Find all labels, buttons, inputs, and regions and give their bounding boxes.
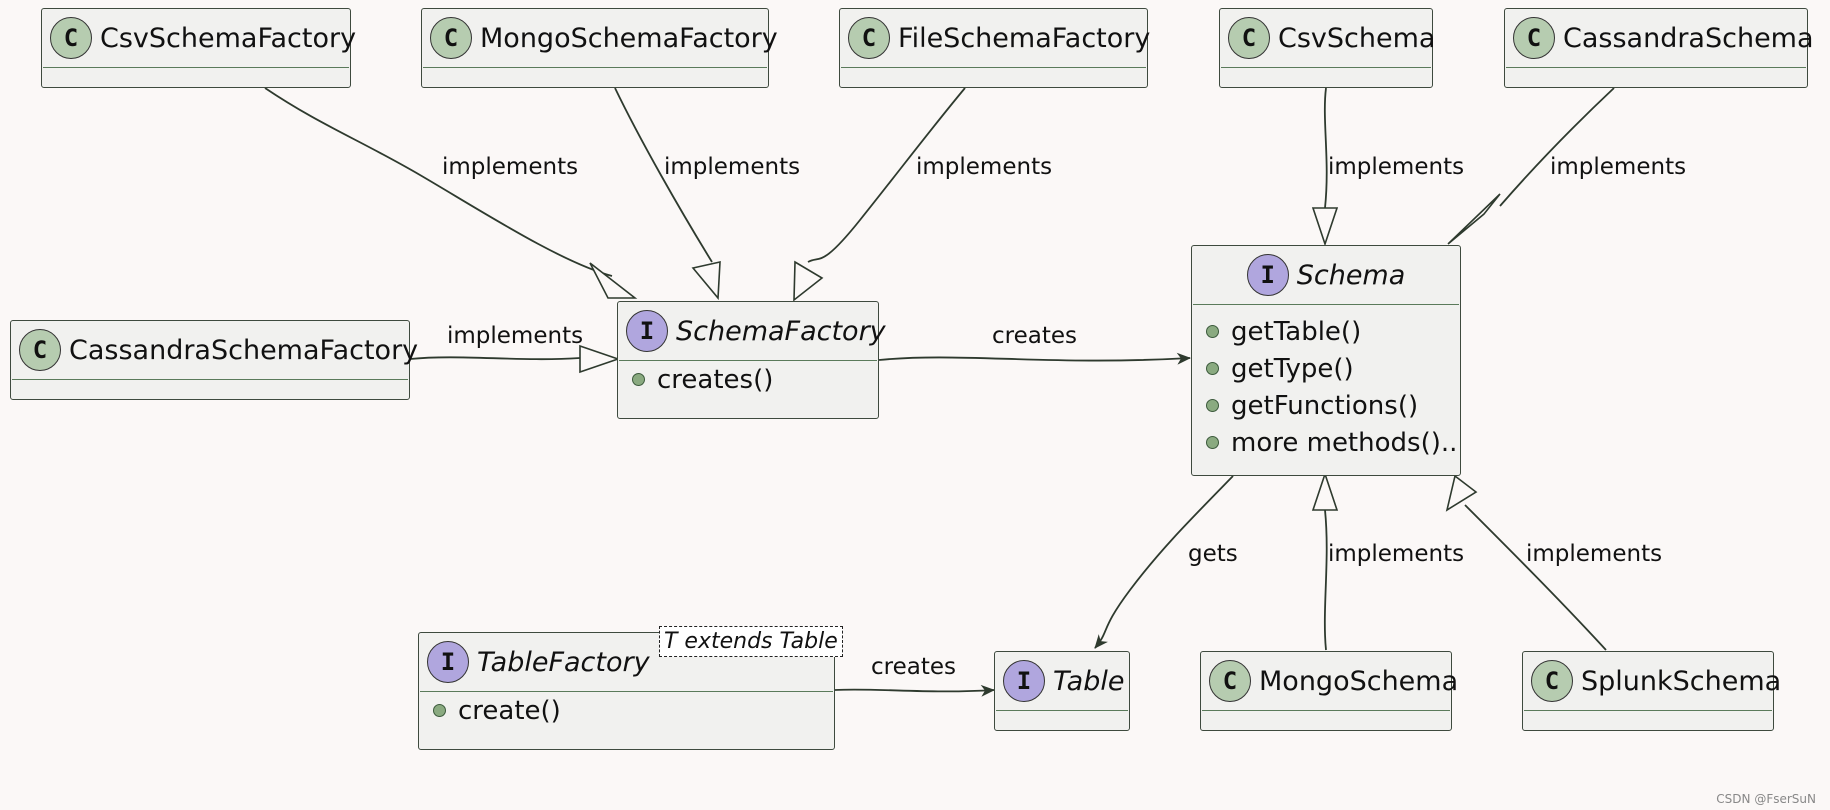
label-mongo-schema-implements: implements [1328, 541, 1465, 567]
edge-file-factory-implements [793, 87, 966, 302]
method-item: more methods().. [1192, 424, 1460, 461]
label-splunk-schema-implements: implements [1526, 541, 1663, 567]
compartment-divider [1193, 304, 1459, 305]
public-method-icon [1206, 325, 1219, 338]
label-mongo-factory-implements: implements [664, 154, 801, 180]
method-name: getTable() [1231, 316, 1362, 347]
interface-icon: I [427, 641, 469, 683]
class-name: CsvSchemaFactory [100, 22, 357, 54]
label-schema-gets: gets [1188, 541, 1238, 567]
compartment-divider [12, 379, 408, 380]
class-icon: C [430, 17, 472, 59]
class-name: FileSchemaFactory [898, 22, 1151, 54]
compartment-divider [43, 67, 349, 68]
edge-schema-gets-table [1094, 475, 1234, 649]
class-icon: C [1209, 660, 1251, 702]
edge-splunk-schema-implements [1445, 474, 1607, 651]
interface-icon: I [626, 310, 668, 352]
method-item: getType() [1192, 350, 1460, 387]
compartment-divider [1221, 67, 1431, 68]
public-method-icon [1206, 399, 1219, 412]
class-icon: C [19, 329, 61, 371]
class-icon: C [1531, 660, 1573, 702]
method-item: getFunctions() [1192, 387, 1460, 424]
method-name: more methods().. [1231, 427, 1458, 458]
compartment-divider [423, 67, 767, 68]
label-file-factory-implements: implements [916, 154, 1053, 180]
public-method-icon [632, 373, 645, 386]
compartment-divider [841, 67, 1146, 68]
interface-name: SchemaFactory [676, 315, 886, 347]
class-icon: C [848, 17, 890, 59]
class-name: CassandraSchemaFactory [69, 334, 419, 366]
public-method-icon [1206, 436, 1219, 449]
method-name: creates() [657, 364, 774, 395]
label-schema-factory-creates: creates [992, 323, 1077, 349]
generic-type-parameter: T extends Table [659, 626, 843, 657]
method-item: create() [419, 692, 834, 729]
interface-name: Table [1053, 665, 1125, 697]
interface-name: TableFactory [477, 646, 650, 678]
public-method-icon [1206, 362, 1219, 375]
compartment-divider [619, 360, 877, 361]
label-csv-factory-implements: implements [442, 154, 579, 180]
watermark: CSDN @FserSuN [1716, 792, 1816, 806]
edge-cassandra-schema-implements [1447, 87, 1615, 245]
compartment-divider [1202, 710, 1450, 711]
class-name: MongoSchemaFactory [480, 22, 778, 54]
method-item: creates() [618, 361, 878, 398]
class-name: CsvSchema [1278, 22, 1436, 54]
interface-name: Schema [1296, 259, 1406, 291]
interface-icon: I [1003, 660, 1045, 702]
edge-csv-factory-implements [264, 87, 638, 299]
method-name: create() [458, 695, 561, 726]
compartment-divider [1506, 67, 1806, 68]
edge-mongo-schema-implements [1311, 471, 1339, 651]
label-table-factory-creates: creates [871, 654, 956, 680]
class-icon: C [50, 17, 92, 59]
method-name: getFunctions() [1231, 390, 1419, 421]
label-csv-schema-implements: implements [1328, 154, 1465, 180]
class-name: CassandraSchema [1563, 22, 1814, 54]
method-name: getType() [1231, 353, 1354, 384]
edge-cassandra-factory-implements [409, 344, 621, 374]
label-cassandra-factory-implements: implements [447, 323, 584, 349]
class-name: SplunkSchema [1581, 665, 1782, 697]
edge-mongo-factory-implements [614, 87, 721, 301]
public-method-icon [433, 704, 446, 717]
edge-schema-factory-creates [878, 352, 1191, 365]
compartment-divider [996, 710, 1128, 711]
edge-table-factory-creates [834, 684, 995, 697]
compartment-divider [420, 691, 833, 692]
edge-csv-schema-implements [1311, 87, 1339, 247]
compartment-divider [1524, 710, 1772, 711]
label-cassandra-schema-implements: implements [1550, 154, 1687, 180]
method-item: getTable() [1192, 313, 1460, 350]
class-icon: C [1228, 17, 1270, 59]
interface-icon: I [1246, 254, 1289, 296]
class-name: MongoSchema [1259, 665, 1459, 697]
class-icon: C [1513, 17, 1555, 59]
